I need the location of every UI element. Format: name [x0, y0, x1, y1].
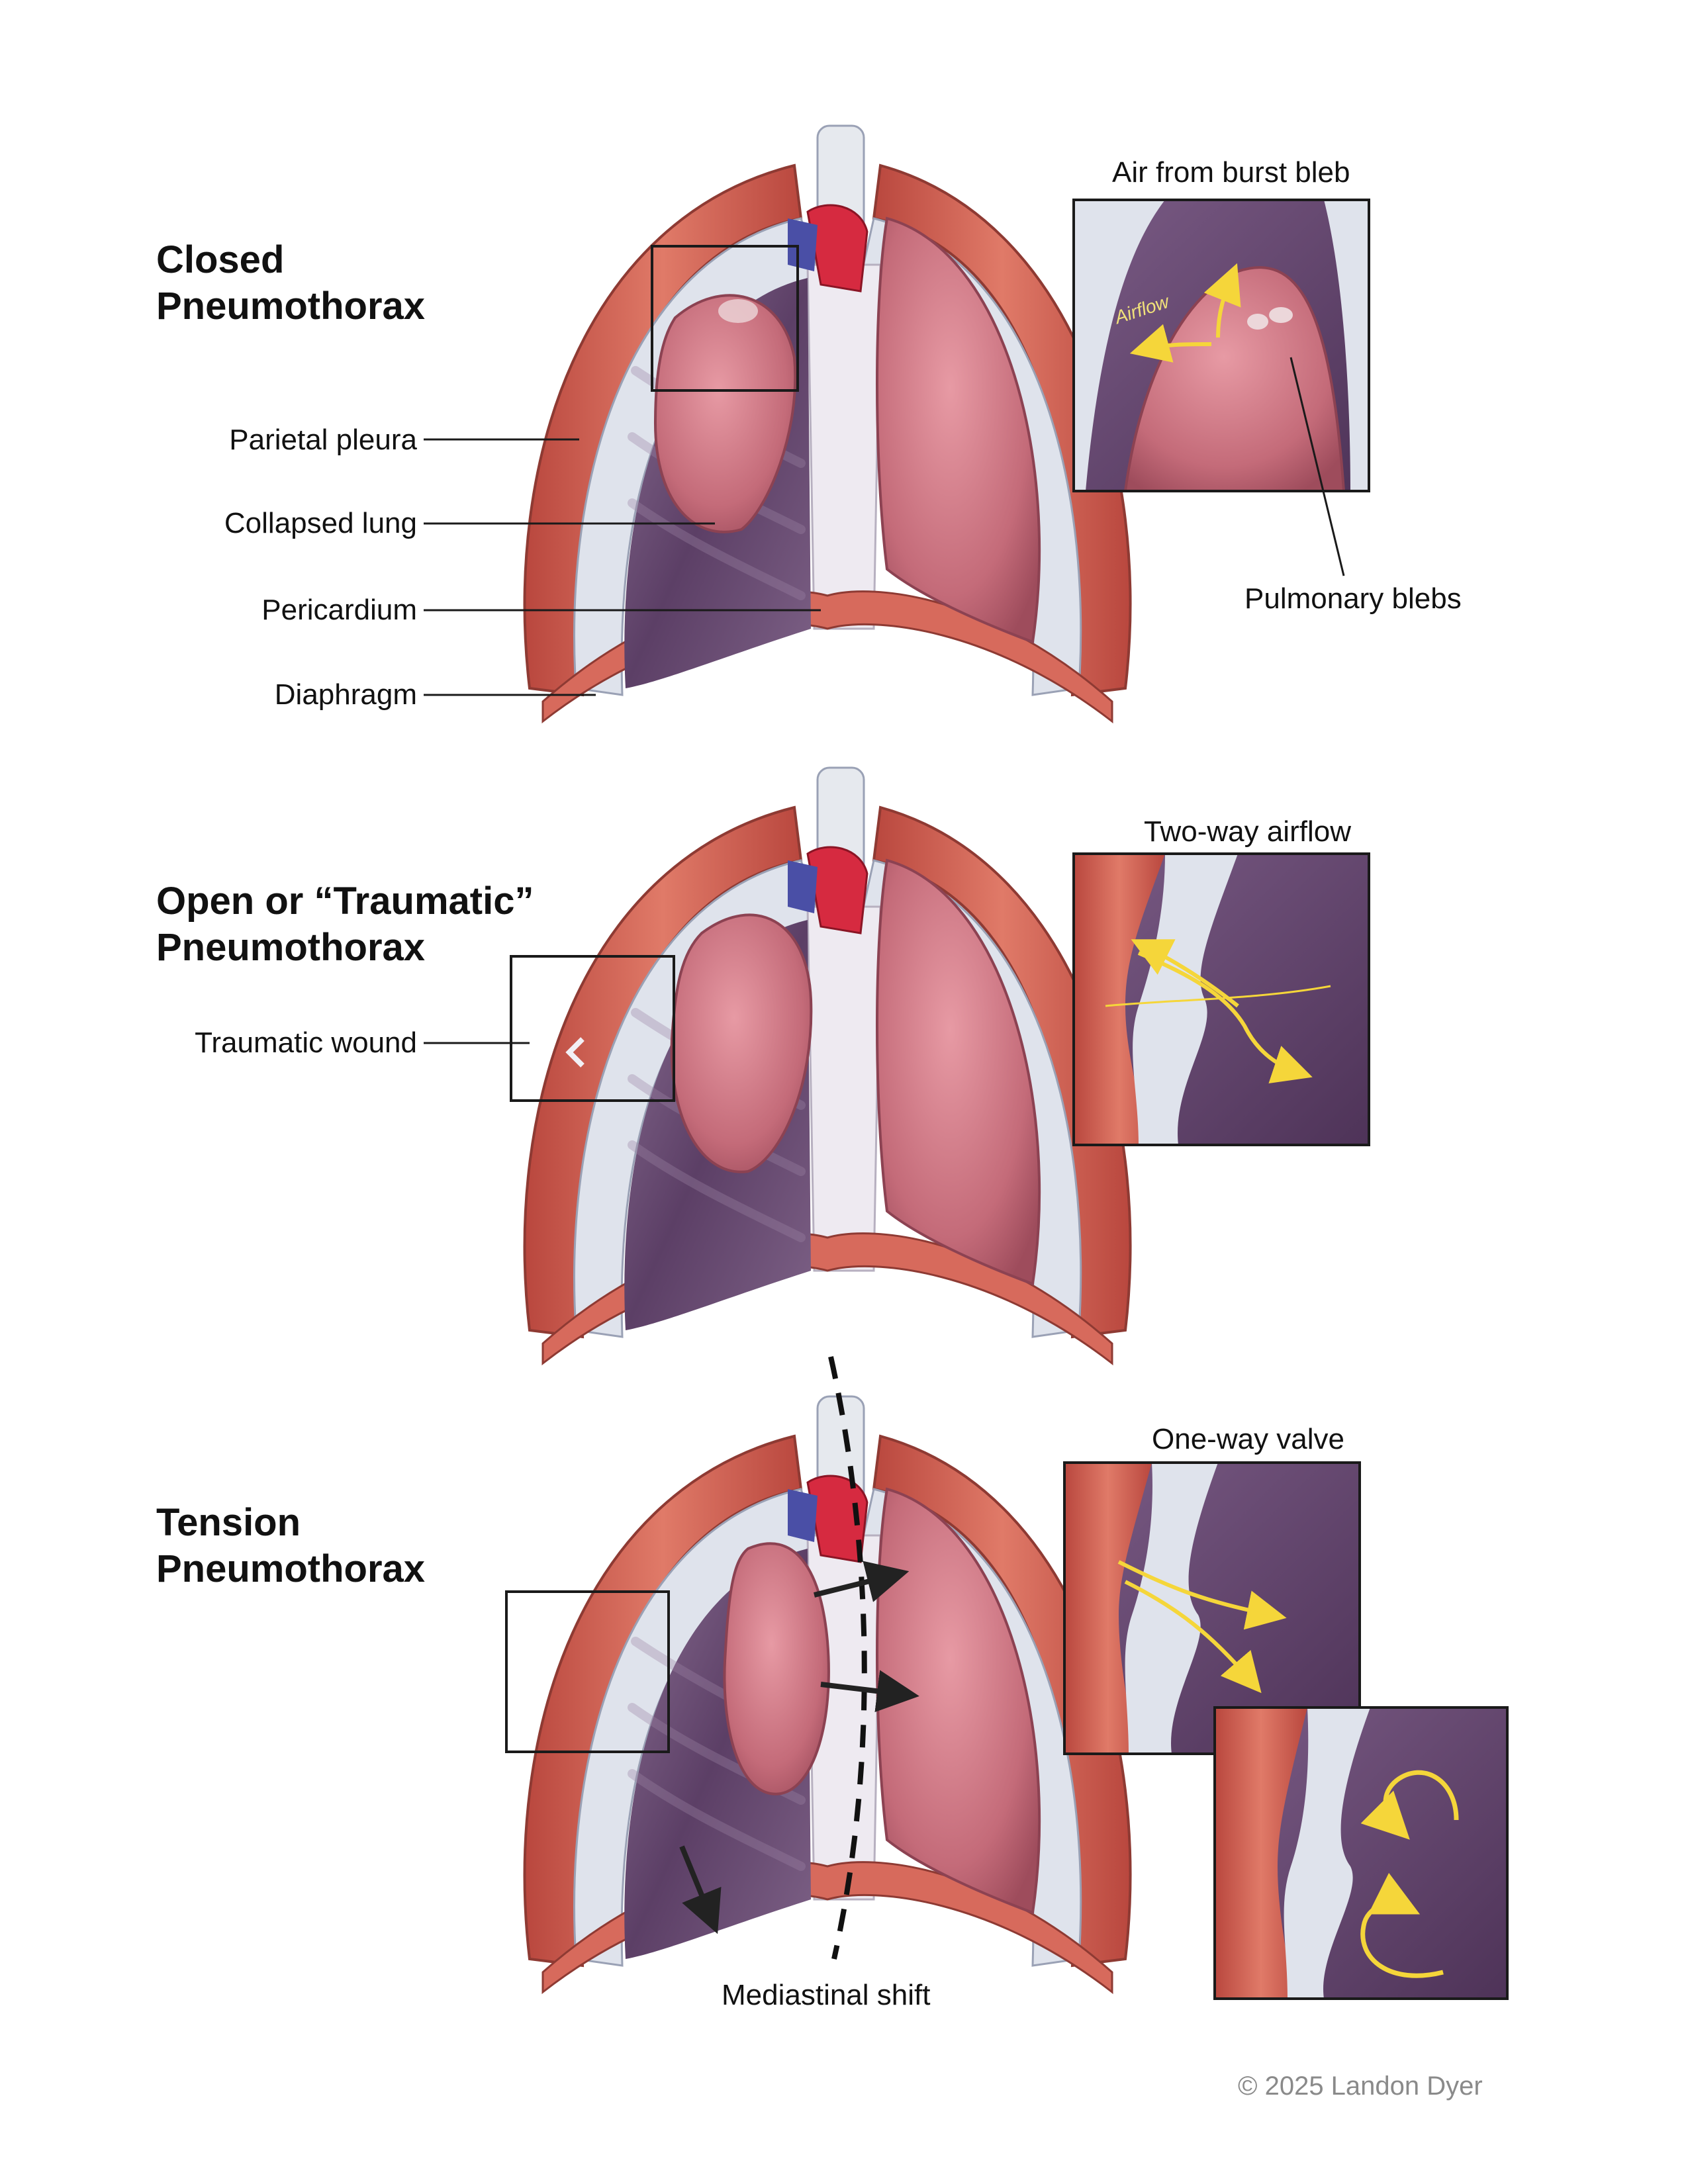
open-heading: Open or “Traumatic” Pneumothorax [156, 878, 534, 971]
label-mediastinal-shift: Mediastinal shift [722, 1979, 931, 2011]
closed-heading: Closed Pneumothorax [156, 237, 425, 330]
closed-inset-title: Air from burst bleb [1112, 156, 1350, 189]
tension-heading-line-1: Tension [156, 1501, 301, 1544]
tension-thorax-drawing [505, 1395, 1132, 1993]
label-parietal-pleura: Parietal pleura [229, 424, 417, 456]
copyright-notice: © 2025 Landon Dyer [1238, 2071, 1483, 2101]
open-heading-line-1: Open or “Traumatic” [156, 880, 534, 923]
label-diaphragm: Diaphragm [274, 678, 417, 711]
tension-heading-line-2: Pneumothorax [156, 1547, 426, 1590]
tension-inset-title: One-way valve [1152, 1423, 1345, 1455]
open-inset-title: Two-way airflow [1144, 815, 1351, 848]
tension-inset-trapped [1213, 1706, 1509, 2000]
closed-leader-lines [424, 438, 821, 696]
tension-heading: Tension Pneumothorax [156, 1500, 425, 1592]
label-pericardium: Pericardium [261, 594, 417, 626]
open-focus-box [510, 955, 675, 1102]
mediastinal-shift-markers [679, 1356, 919, 1960]
open-inset [1072, 852, 1370, 1146]
label-collapsed-lung: Collapsed lung [224, 507, 417, 539]
open-heading-line-2: Pneumothorax [156, 926, 426, 969]
closed-focus-box [651, 245, 799, 392]
label-pulmonary-blebs: Pulmonary blebs [1244, 582, 1462, 615]
open-thorax-drawing [510, 766, 1132, 1365]
closed-thorax-drawing [523, 124, 1132, 723]
tension-focus-box [505, 1590, 670, 1753]
closed-inset [1072, 199, 1370, 576]
tension-inset-valve [1063, 1461, 1361, 1755]
blebs-leader-line [1289, 357, 1345, 576]
closed-heading-line-1: Closed [156, 238, 285, 281]
closed-heading-line-2: Pneumothorax [156, 285, 426, 328]
label-traumatic-wound: Traumatic wound [195, 1026, 417, 1059]
